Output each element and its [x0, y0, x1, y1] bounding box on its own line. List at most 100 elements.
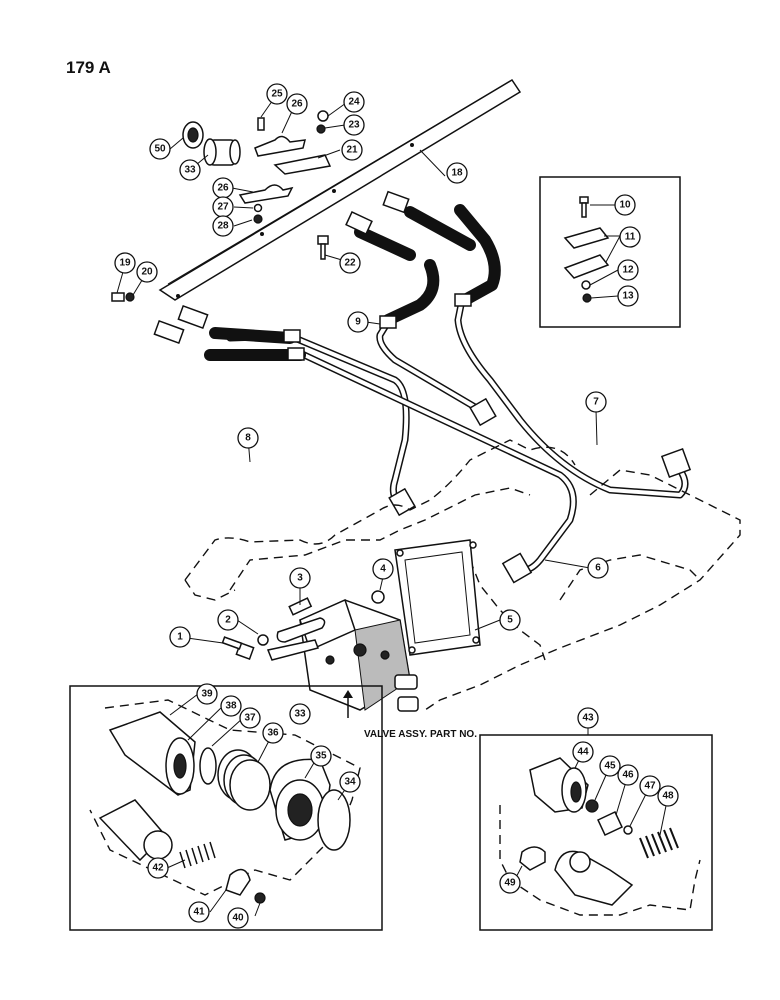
- svg-text:25: 25: [271, 89, 283, 100]
- svg-text:26: 26: [217, 183, 229, 194]
- tube-9: [376, 318, 497, 427]
- svg-text:22: 22: [344, 258, 356, 269]
- callout-c12: 12: [617, 259, 639, 281]
- cap-49: [519, 846, 546, 871]
- svg-text:40: 40: [232, 913, 244, 924]
- callout-c8: 8: [237, 427, 259, 449]
- o-ring-34: [317, 789, 351, 851]
- callout-c37: 37: [239, 707, 261, 729]
- tube-8: [226, 332, 416, 517]
- svg-text:23: 23: [348, 120, 360, 131]
- svg-text:13: 13: [622, 291, 634, 302]
- svg-text:27: 27: [217, 202, 229, 213]
- callout-c25: 25: [266, 83, 288, 105]
- spring-48: [639, 827, 679, 859]
- gasket-5: [394, 539, 481, 656]
- sleeve-35: [269, 758, 331, 841]
- svg-text:33: 33: [184, 165, 196, 176]
- svg-text:41: 41: [193, 907, 205, 918]
- callout-c6: 6: [587, 557, 609, 579]
- svg-text:11: 11: [625, 232, 636, 243]
- svg-text:8: 8: [245, 433, 251, 444]
- svg-text:1: 1: [177, 632, 183, 643]
- callout-c45: 45: [599, 755, 621, 777]
- o-ring-4: [371, 590, 385, 604]
- svg-text:33: 33: [294, 709, 306, 720]
- fittings: [153, 190, 472, 361]
- callout-c18: 18: [446, 162, 468, 184]
- ball-45: [585, 799, 599, 813]
- coupler-group: [182, 121, 241, 166]
- callout-c39: 39: [196, 683, 218, 705]
- svg-text:39: 39: [201, 689, 213, 700]
- hose-upper-right: [354, 204, 501, 326]
- svg-text:36: 36: [267, 728, 279, 739]
- svg-text:49: 49: [504, 878, 516, 889]
- callout-c3: 3: [289, 567, 311, 589]
- svg-text:24: 24: [348, 97, 360, 108]
- svg-text:35: 35: [315, 751, 327, 762]
- svg-text:18: 18: [451, 168, 463, 179]
- svg-text:34: 34: [344, 777, 356, 788]
- callout-c35: 35: [310, 745, 332, 767]
- callout-c33b: 33: [289, 703, 311, 725]
- callout-c44: 44: [572, 741, 594, 763]
- callout-c7: 7: [585, 391, 607, 413]
- svg-text:9: 9: [355, 317, 361, 328]
- callout-c2: 2: [217, 609, 239, 631]
- callout-c23: 23: [343, 114, 365, 136]
- clamps-upper: [238, 110, 332, 224]
- svg-text:38: 38: [225, 701, 237, 712]
- svg-text:44: 44: [577, 747, 589, 758]
- callout-c50: 50: [149, 138, 171, 160]
- svg-text:48: 48: [662, 791, 674, 802]
- callout-c24: 24: [343, 91, 365, 113]
- callout-c38: 38: [220, 695, 242, 717]
- callout-c21: 21: [341, 139, 363, 161]
- hose-left: [204, 327, 306, 361]
- spool-38: [108, 711, 196, 796]
- callout-c33a: 33: [179, 159, 201, 181]
- svg-text:26: 26: [291, 99, 303, 110]
- rings-36: [217, 749, 271, 811]
- svg-text:47: 47: [644, 781, 656, 792]
- svg-text:5: 5: [507, 615, 513, 626]
- svg-text:46: 46: [622, 770, 634, 781]
- o-ring-37: [199, 747, 217, 785]
- svg-text:43: 43: [582, 713, 594, 724]
- callout-c34: 34: [339, 771, 361, 793]
- svg-text:2: 2: [225, 615, 231, 626]
- valve-assembly: [221, 597, 419, 712]
- bolt-19-20: [111, 292, 135, 302]
- callout-c5: 5: [499, 609, 521, 631]
- callout-c22: 22: [339, 252, 361, 274]
- callout-c40: 40: [227, 907, 249, 929]
- detail-box-left: [69, 685, 383, 931]
- seat-46: [597, 811, 623, 836]
- valve-assy-label: VALVE ASSY. PART NO.: [364, 729, 477, 740]
- callout-c4: 4: [372, 558, 394, 580]
- svg-text:12: 12: [622, 265, 634, 276]
- callout-c42: 42: [147, 857, 169, 879]
- callout-c46: 46: [617, 764, 639, 786]
- callout-c10: 10: [614, 194, 636, 216]
- svg-text:21: 21: [346, 145, 358, 156]
- svg-text:50: 50: [154, 144, 166, 155]
- o-ring-47: [623, 825, 633, 835]
- svg-text:19: 19: [119, 258, 131, 269]
- callout-c26a: 26: [286, 93, 308, 115]
- callout-c49: 49: [499, 872, 521, 894]
- callout-c41: 41: [188, 901, 210, 923]
- bolt-22: [317, 235, 329, 260]
- callout-c43: 43: [577, 707, 599, 729]
- detail-box-right: [479, 734, 713, 931]
- poppet-right: [554, 850, 634, 906]
- svg-text:20: 20: [141, 267, 153, 278]
- callout-c20: 20: [136, 261, 158, 283]
- clamp-inset: [539, 176, 681, 328]
- callout-c47: 47: [639, 775, 661, 797]
- callout-c26b: 26: [212, 177, 234, 199]
- tube-6: [246, 349, 577, 584]
- svg-text:42: 42: [152, 863, 164, 874]
- callout-c48: 48: [657, 785, 679, 807]
